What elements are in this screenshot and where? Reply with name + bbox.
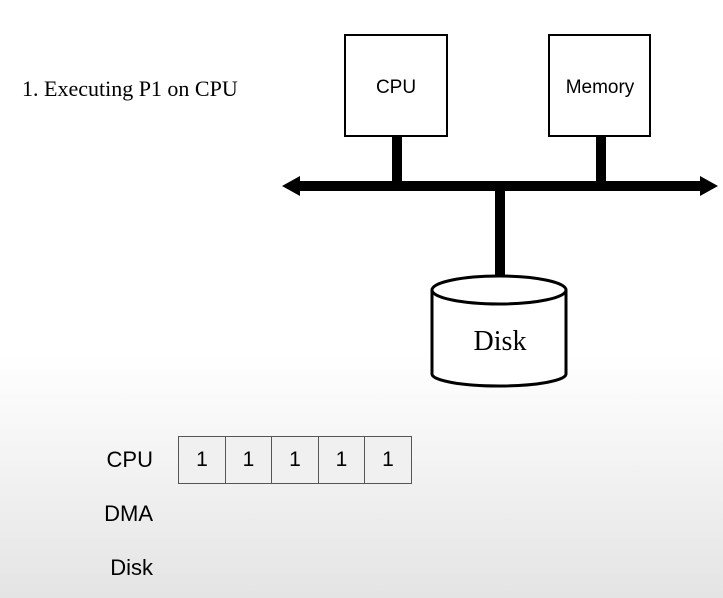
cpu-node: CPU (344, 34, 448, 137)
cpu-slot: 1 (364, 436, 412, 484)
cpu-slot: 1 (317, 436, 366, 484)
memory-box-label: Memory (566, 77, 635, 98)
cpu-bus-connector (392, 136, 402, 186)
cpu-box-label: CPU (376, 77, 416, 98)
step-title: 1. Executing P1 on CPU (22, 76, 238, 101)
cpu-slot: 1 (224, 436, 273, 484)
timeline-label-dma: DMA (104, 501, 153, 526)
cpu-timeline-row: 1 1 1 1 1 (178, 436, 418, 484)
memory-bus-connector (596, 136, 606, 186)
memory-node: Memory (548, 34, 651, 137)
bus-left-arrowhead (282, 176, 300, 196)
cpu-slot: 1 (271, 436, 319, 484)
disk-label: Disk (474, 326, 527, 357)
disk-bus-connector (495, 186, 505, 278)
bus-right-arrowhead (700, 176, 718, 196)
disk-node: Disk (430, 274, 568, 388)
timeline-label-cpu: CPU (106, 447, 153, 472)
timeline-label-disk: Disk (110, 555, 153, 580)
cpu-slot: 1 (178, 436, 226, 484)
